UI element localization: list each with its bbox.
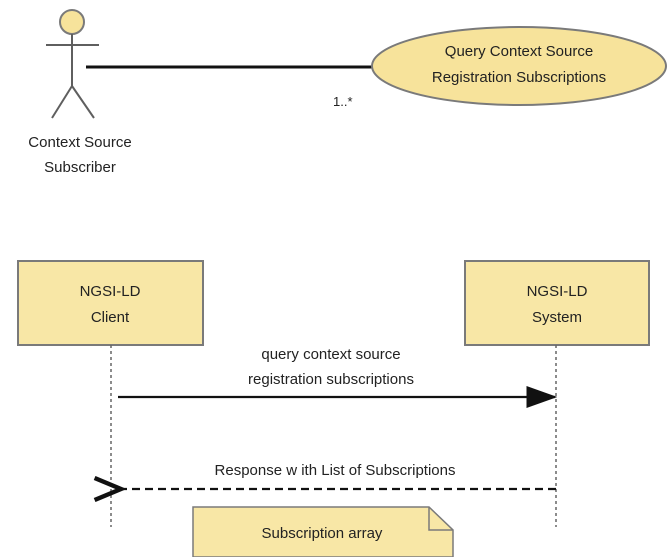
note-label: Subscription array xyxy=(262,525,383,542)
use-case-label-line2: Registration Subscriptions xyxy=(432,69,606,86)
association-multiplicity: 1..* xyxy=(333,94,353,109)
client-label-line2: Client xyxy=(91,309,130,326)
system-lifeline-box xyxy=(464,260,650,346)
subscription-array-note: Subscription array xyxy=(192,506,454,557)
use-case-label-line1: Query Context Source xyxy=(445,43,593,60)
use-case-ellipse xyxy=(371,26,667,106)
request-message-label-line1: query context source xyxy=(261,346,400,363)
system-label-line2: System xyxy=(532,309,582,326)
actor-label-line1: Context Source xyxy=(28,134,131,151)
client-label-line1: NGSI-LD xyxy=(80,283,141,300)
system-label-line1: NGSI-LD xyxy=(527,283,588,300)
response-message-label: Response w ith List of Subscriptions xyxy=(215,462,456,479)
actor-label-line2: Subscriber xyxy=(44,159,116,176)
actor-stick-figure xyxy=(46,9,99,119)
client-lifeline-box xyxy=(17,260,204,346)
request-message-label-line2: registration subscriptions xyxy=(248,371,414,388)
use-case-diagram: Context Source Subscriber 1..* Query Con… xyxy=(28,9,667,176)
sequence-diagram: NGSI-LD Client NGSI-LD System query cont… xyxy=(17,260,650,557)
